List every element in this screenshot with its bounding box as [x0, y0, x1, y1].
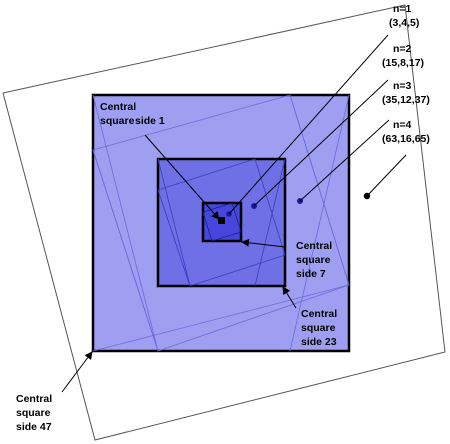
label-side23-l3: side 23 [301, 336, 337, 348]
leader-lines-central [61, 134, 297, 393]
label-side1-l1: Central [100, 101, 136, 113]
label-side47-l2: square [16, 407, 51, 419]
mid-square-triangles [157, 158, 286, 287]
label-side7-l3: side 7 [296, 268, 326, 280]
label-triple-n3: (35,12,37) [382, 94, 430, 106]
large-square-triangles [92, 94, 350, 352]
inner-square-triangles [202, 202, 242, 242]
label-side47-l3: side 47 [16, 421, 52, 433]
central-labels: Central square side 1 Central square sid… [16, 101, 337, 433]
label-triple-n1: (3,4,5) [389, 17, 419, 29]
n-labels: n=1 (3,4,5) n=2 (15,8,17) n=3 (35,12,37)… [382, 3, 430, 145]
label-n4: n=4 [393, 119, 412, 131]
leader-lines-n [228, 34, 407, 215]
label-side1-l2: square [100, 115, 135, 127]
label-n1: n=1 [393, 3, 412, 15]
central-square-side-1 [218, 217, 225, 224]
label-n3: n=3 [393, 80, 412, 92]
label-side7-l2: square [296, 254, 331, 266]
label-side23-l2: square [301, 322, 336, 334]
label-triple-n2: (15,8,17) [382, 57, 424, 69]
label-n2: n=2 [393, 43, 412, 55]
label-side1-l3: side 1 [135, 115, 165, 127]
label-triple-n4: (63,16,65) [382, 133, 430, 145]
label-side7-l1: Central [296, 240, 332, 252]
label-side23-l1: Central [301, 308, 337, 320]
label-side47-l1: Central [16, 393, 52, 405]
